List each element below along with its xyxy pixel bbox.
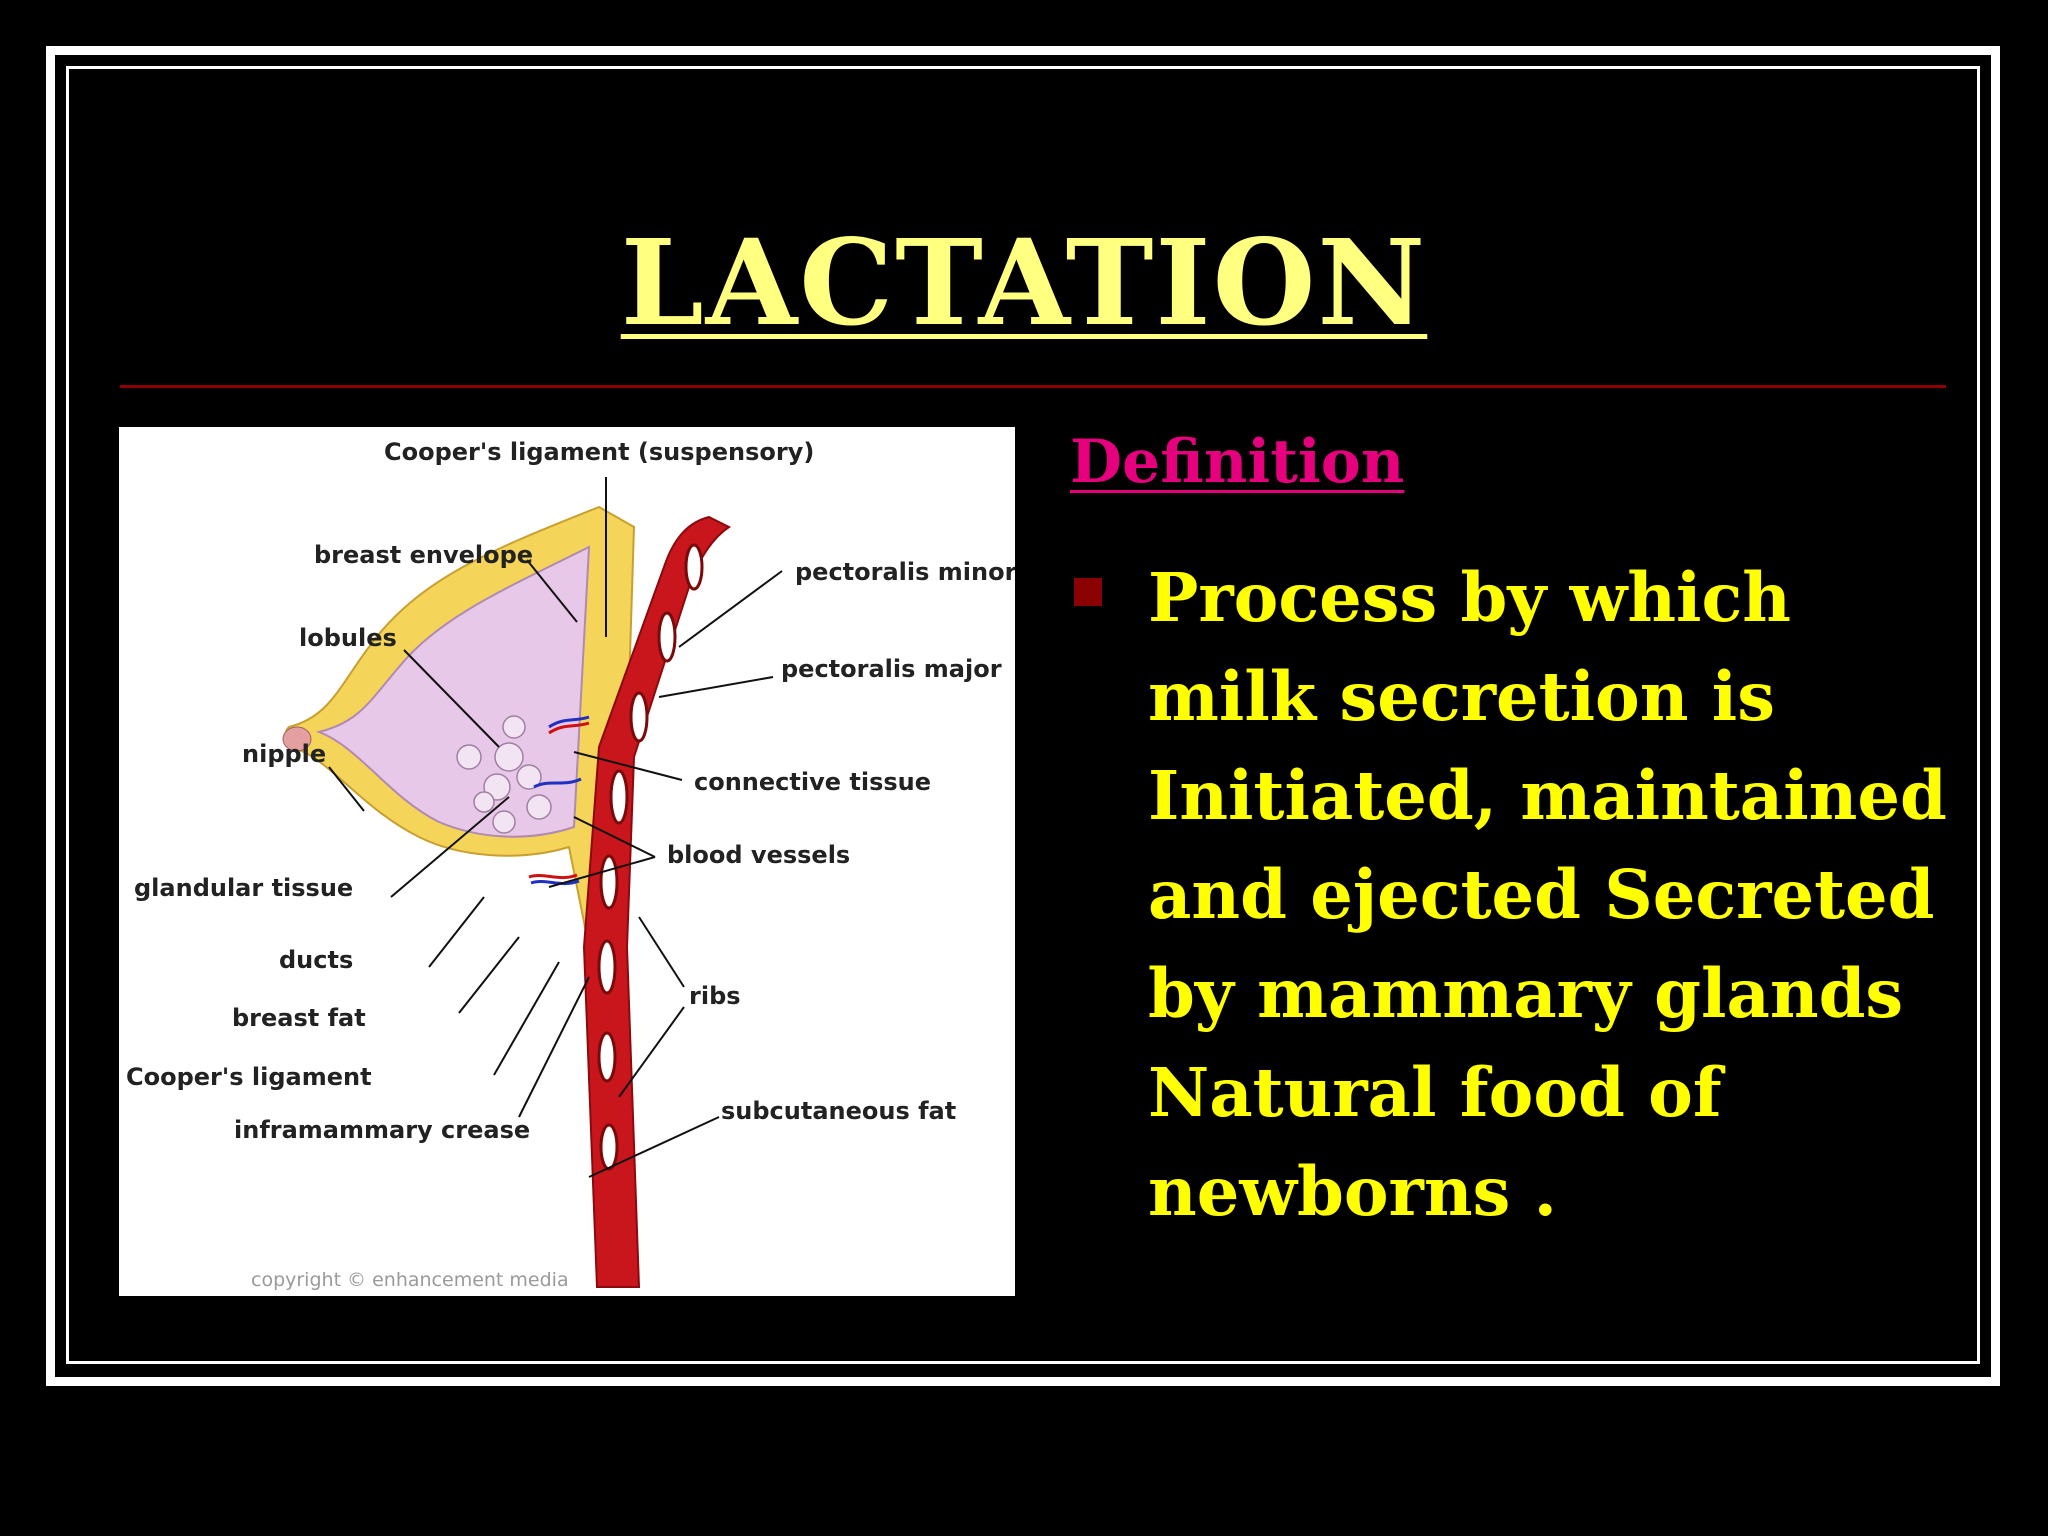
label-connective-tissue: connective tissue xyxy=(694,768,931,796)
label-blood-vessels: blood vessels xyxy=(667,841,850,869)
leader-lines xyxy=(328,477,783,1178)
slide-frame-inner xyxy=(66,66,1980,1364)
label-nipple: nipple xyxy=(242,740,326,768)
blood-vessels-lines xyxy=(528,715,590,886)
slide-title: LACTATION xyxy=(620,213,1428,352)
diagram-copyright: copyright © enhancement media xyxy=(251,1269,569,1291)
nipple-shape xyxy=(282,726,312,752)
label-breast-envelope: breast envelope xyxy=(314,541,533,569)
definition-bullet-text: Process by which milk secretion is Initi… xyxy=(1148,558,1947,1231)
label-pectoralis-minor: pectoralis minor xyxy=(795,558,1015,586)
label-pectoralis-major: pectoralis major xyxy=(781,655,1002,683)
ribs-shapes xyxy=(597,543,704,1171)
label-lobules: lobules xyxy=(299,624,397,652)
slide-frame-outer xyxy=(46,46,2000,1386)
label-breast-fat: breast fat xyxy=(232,1004,366,1032)
definition-heading: Definition xyxy=(1070,427,1405,497)
label-glandular-tissue: glandular tissue xyxy=(134,874,353,902)
label-coopers-suspensory: Cooper's ligament (suspensory) xyxy=(384,438,814,466)
breast-anatomy-diagram: Cooper's ligament (suspensory) breast en… xyxy=(119,427,1017,1296)
anatomy-illustration: Cooper's ligament (suspensory) breast en… xyxy=(126,438,1017,1291)
label-ducts: ducts xyxy=(279,946,353,974)
label-coopers-ligament: Cooper's ligament xyxy=(126,1063,372,1091)
bullet-square-icon xyxy=(1074,578,1102,606)
lobules-cluster xyxy=(456,715,552,834)
label-inframammary-crease: inframammary crease xyxy=(234,1116,530,1144)
label-ribs: ribs xyxy=(689,982,741,1010)
label-subcutaneous-fat: subcutaneous fat xyxy=(721,1097,956,1125)
title-divider xyxy=(120,385,1946,388)
